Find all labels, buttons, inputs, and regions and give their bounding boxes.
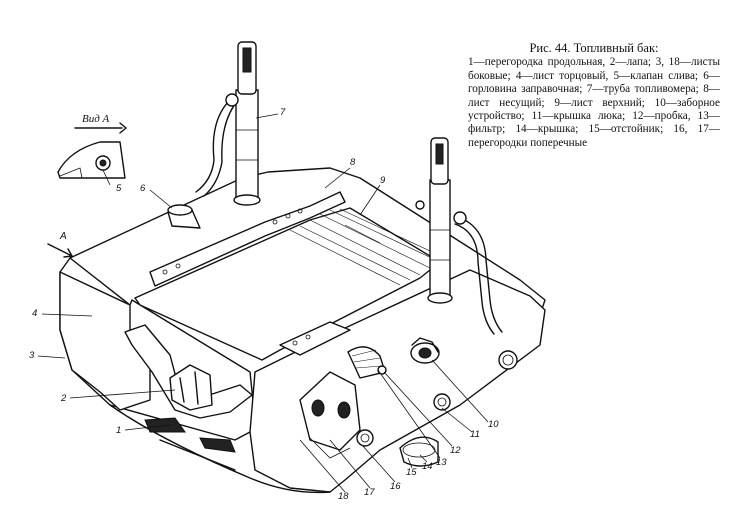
callout-4: 4 [32,308,38,319]
callout-14: 14 [422,461,433,472]
callout-7: 7 [280,107,286,118]
callout-15: 15 [406,467,417,478]
foot-bracket [124,324,253,419]
callout-16: 16 [390,481,401,492]
view-arrow-a [47,243,73,258]
rail-holes [162,208,303,275]
view-a-label: Вид А [82,113,110,125]
callout-5: 5 [116,183,122,194]
arrow-a-label: А [60,231,67,242]
callout-12: 12 [450,445,461,456]
end-sheet [59,271,151,411]
top-sheet-hatch [289,208,446,286]
bottom-opening [144,417,186,433]
partition-17 [299,371,361,451]
callout-11: 11 [470,429,480,440]
callout-6: 6 [140,183,146,194]
view-a-inset [57,122,127,179]
callout-1: 1 [116,425,122,436]
hatch-cover [356,350,518,447]
callout-3: 3 [29,350,35,361]
leader-lines [37,113,489,493]
callout-2: 2 [61,393,67,404]
bearing-sheet-rail [149,191,346,287]
top-sheet [134,207,441,361]
caption-title: Рис. 44. Топливный бак: [529,41,659,55]
callout-18: 18 [338,491,349,502]
figure-caption: Рис. 44. Топливный бак: 1—перегородка пр… [468,41,720,150]
mid-rail [279,321,351,356]
callout-9: 9 [380,175,386,186]
caption-body: 1—перегородка продольная, 2—лапа; 3, 18—… [468,56,720,149]
callout-13: 13 [436,457,447,468]
fuel-gauge-tube-right [415,137,503,335]
callout-10: 10 [488,419,499,430]
fuel-gauge-tube-left [195,41,261,206]
intake-device [410,337,440,364]
callout-17: 17 [364,487,375,498]
callout-8: 8 [350,157,356,168]
